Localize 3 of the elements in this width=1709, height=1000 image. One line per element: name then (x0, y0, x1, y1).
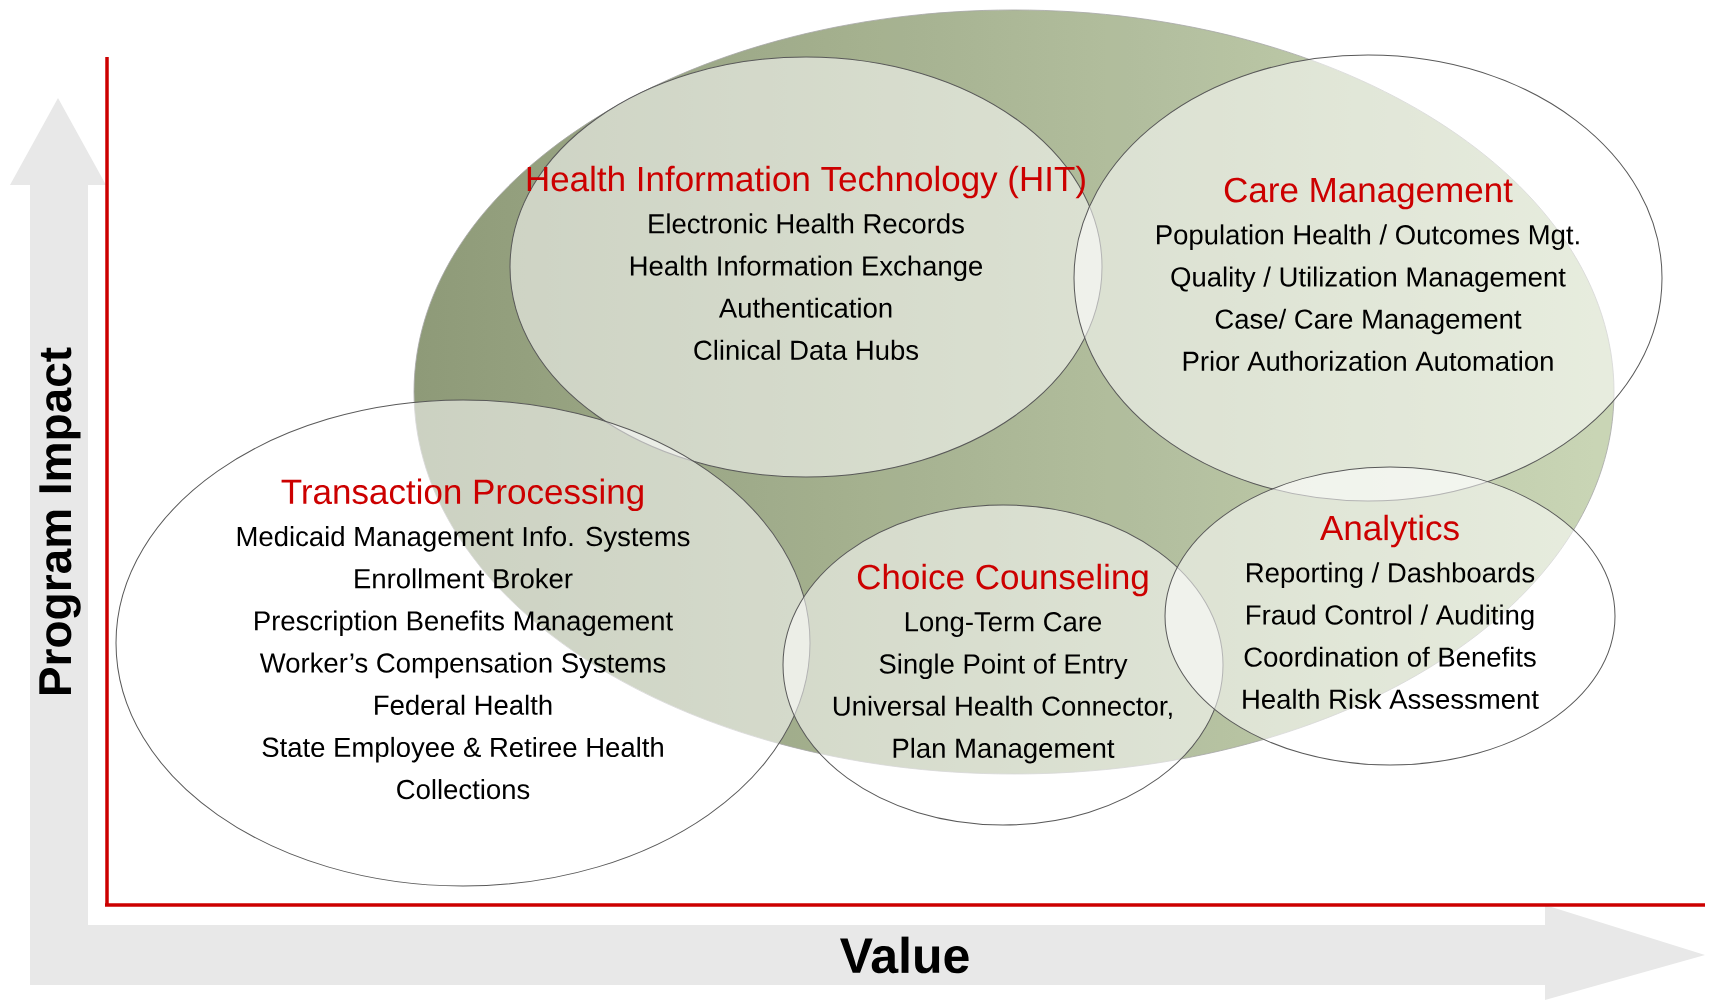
axis-label: Value (840, 936, 969, 974)
ellipse-node: Choice Counseling Long-Term Care Single Point of Entry Universal Health Connector, Plan Management (782, 504, 1224, 826)
ellipse-node: Health Information Technology (HIT) Electronic Health Records Health Information Exchange Authentication Clinical Data Hubs (509, 56, 1103, 478)
